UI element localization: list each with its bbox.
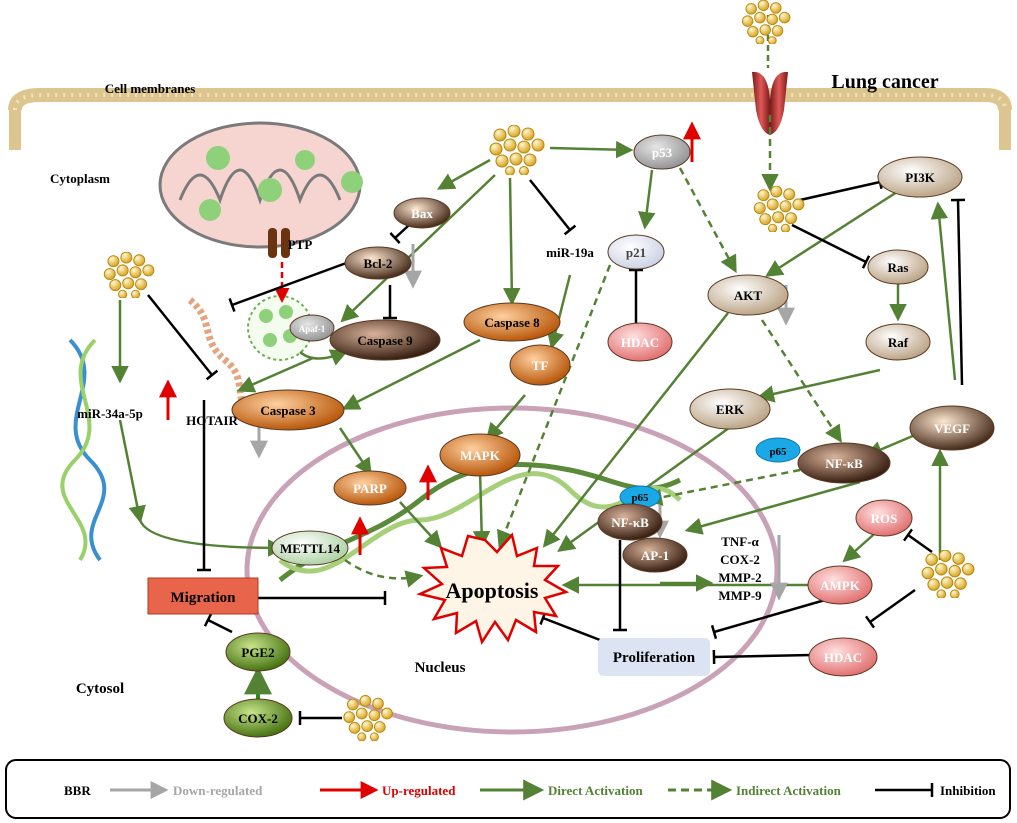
cytoplasm-label: Cytoplasm bbox=[50, 171, 110, 186]
apaf1-label: Apaf-1 bbox=[299, 324, 326, 334]
erk-label: ERK bbox=[716, 402, 745, 417]
hdac-bottom-label: HDAC bbox=[824, 650, 862, 665]
legend-inhibition: Inhibition bbox=[940, 783, 996, 798]
mir19a-label: miR-19a bbox=[546, 245, 594, 260]
migration-box bbox=[147, 577, 259, 615]
cytosol-label: Cytosol bbox=[76, 681, 124, 697]
proliferation-box bbox=[598, 638, 710, 676]
p65-top-label: p65 bbox=[769, 446, 787, 458]
inhibition-lines bbox=[147, 174, 966, 725]
caspase8-label: Caspase 8 bbox=[484, 315, 540, 330]
vegf-label: VEGF bbox=[934, 421, 970, 436]
ptp-channel bbox=[268, 228, 290, 258]
akt-label: AKT bbox=[734, 288, 763, 303]
nucleus-label: Nucleus bbox=[415, 660, 466, 676]
bcl2-label: Bcl-2 bbox=[364, 256, 393, 271]
nfkb-inner-label: NF-κB bbox=[611, 515, 649, 530]
ras-label: Ras bbox=[888, 260, 909, 275]
nfkb-top-label: NF-κB bbox=[825, 456, 863, 471]
direct-activation-arrows bbox=[111, 140, 957, 594]
tf-label: TF bbox=[532, 358, 549, 373]
hdac-top-label: HDAC bbox=[621, 335, 659, 350]
mir34a-label: miR-34a-5p bbox=[77, 406, 143, 421]
raf-label: Raf bbox=[888, 335, 909, 350]
ptp-label: PTP bbox=[288, 237, 313, 252]
legend-bbr: BBR bbox=[64, 783, 91, 798]
apoptosis-starburst bbox=[416, 532, 570, 645]
apoptosis-label: Apoptosis bbox=[446, 578, 539, 603]
legend-direct: Direct Activation bbox=[548, 783, 643, 798]
bbr-cluster-icon bbox=[741, 0, 791, 44]
p21-label: p21 bbox=[626, 245, 646, 260]
legend-indirect: Indirect Activation bbox=[736, 783, 842, 798]
membrane-channel-icon bbox=[752, 71, 788, 135]
legend: BBR Down-regulated Up-regulated Direct A… bbox=[5, 759, 1011, 819]
proliferation-label: Proliferation bbox=[613, 650, 696, 666]
caspase9-label: Caspase 9 bbox=[357, 333, 413, 348]
p65-inner-label: p65 bbox=[631, 492, 649, 504]
caspase3-label: Caspase 3 bbox=[260, 403, 316, 418]
tnf-label: TNF-α bbox=[721, 534, 759, 549]
lung-cancer-label: Lung cancer bbox=[831, 71, 938, 93]
cox2-label: COX-2 bbox=[238, 711, 278, 726]
bbr-cluster-icon bbox=[103, 252, 155, 298]
cell-membrane bbox=[8, 88, 1012, 150]
bax-label: Bax bbox=[411, 206, 433, 221]
parp-label: PARP bbox=[353, 481, 387, 496]
ap1-label: AP-1 bbox=[641, 548, 669, 563]
migration-label: Migration bbox=[171, 590, 237, 606]
indirect-activation-arrows bbox=[344, 115, 842, 588]
mmp9-label: MMP-9 bbox=[718, 588, 762, 603]
dna-strand-icon bbox=[60, 338, 107, 562]
cox2-gene-label: COX-2 bbox=[720, 552, 760, 567]
rna-strand-icon bbox=[187, 297, 258, 423]
mmp2-label: MMP-2 bbox=[718, 570, 761, 585]
bbr-cluster-icon bbox=[921, 550, 975, 598]
mettl14-label: METTL14 bbox=[280, 541, 340, 556]
ros-label: ROS bbox=[871, 511, 898, 526]
bbr-cluster-icon bbox=[489, 125, 545, 175]
legend-down: Down-regulated bbox=[173, 783, 263, 798]
ampk-label: AMPK bbox=[820, 578, 861, 593]
legend-up: Up-regulated bbox=[382, 783, 456, 798]
nucleus-envelope bbox=[244, 405, 780, 735]
bbr-cluster-icon bbox=[753, 186, 805, 232]
ellipse-nodes bbox=[223, 134, 995, 738]
pge2-label: PGE2 bbox=[241, 645, 274, 660]
mitochondrion bbox=[158, 121, 363, 249]
up-regulated-markers bbox=[159, 121, 701, 555]
hotair-label: HOTAIR bbox=[186, 413, 238, 428]
mapk-label: MAPK bbox=[460, 448, 501, 463]
cell-membranes-label: Cell membranes bbox=[105, 81, 196, 96]
bbr-cluster-icon bbox=[343, 695, 393, 741]
pi3k-label: PI3K bbox=[905, 170, 936, 185]
p53-label: p53 bbox=[652, 145, 673, 160]
